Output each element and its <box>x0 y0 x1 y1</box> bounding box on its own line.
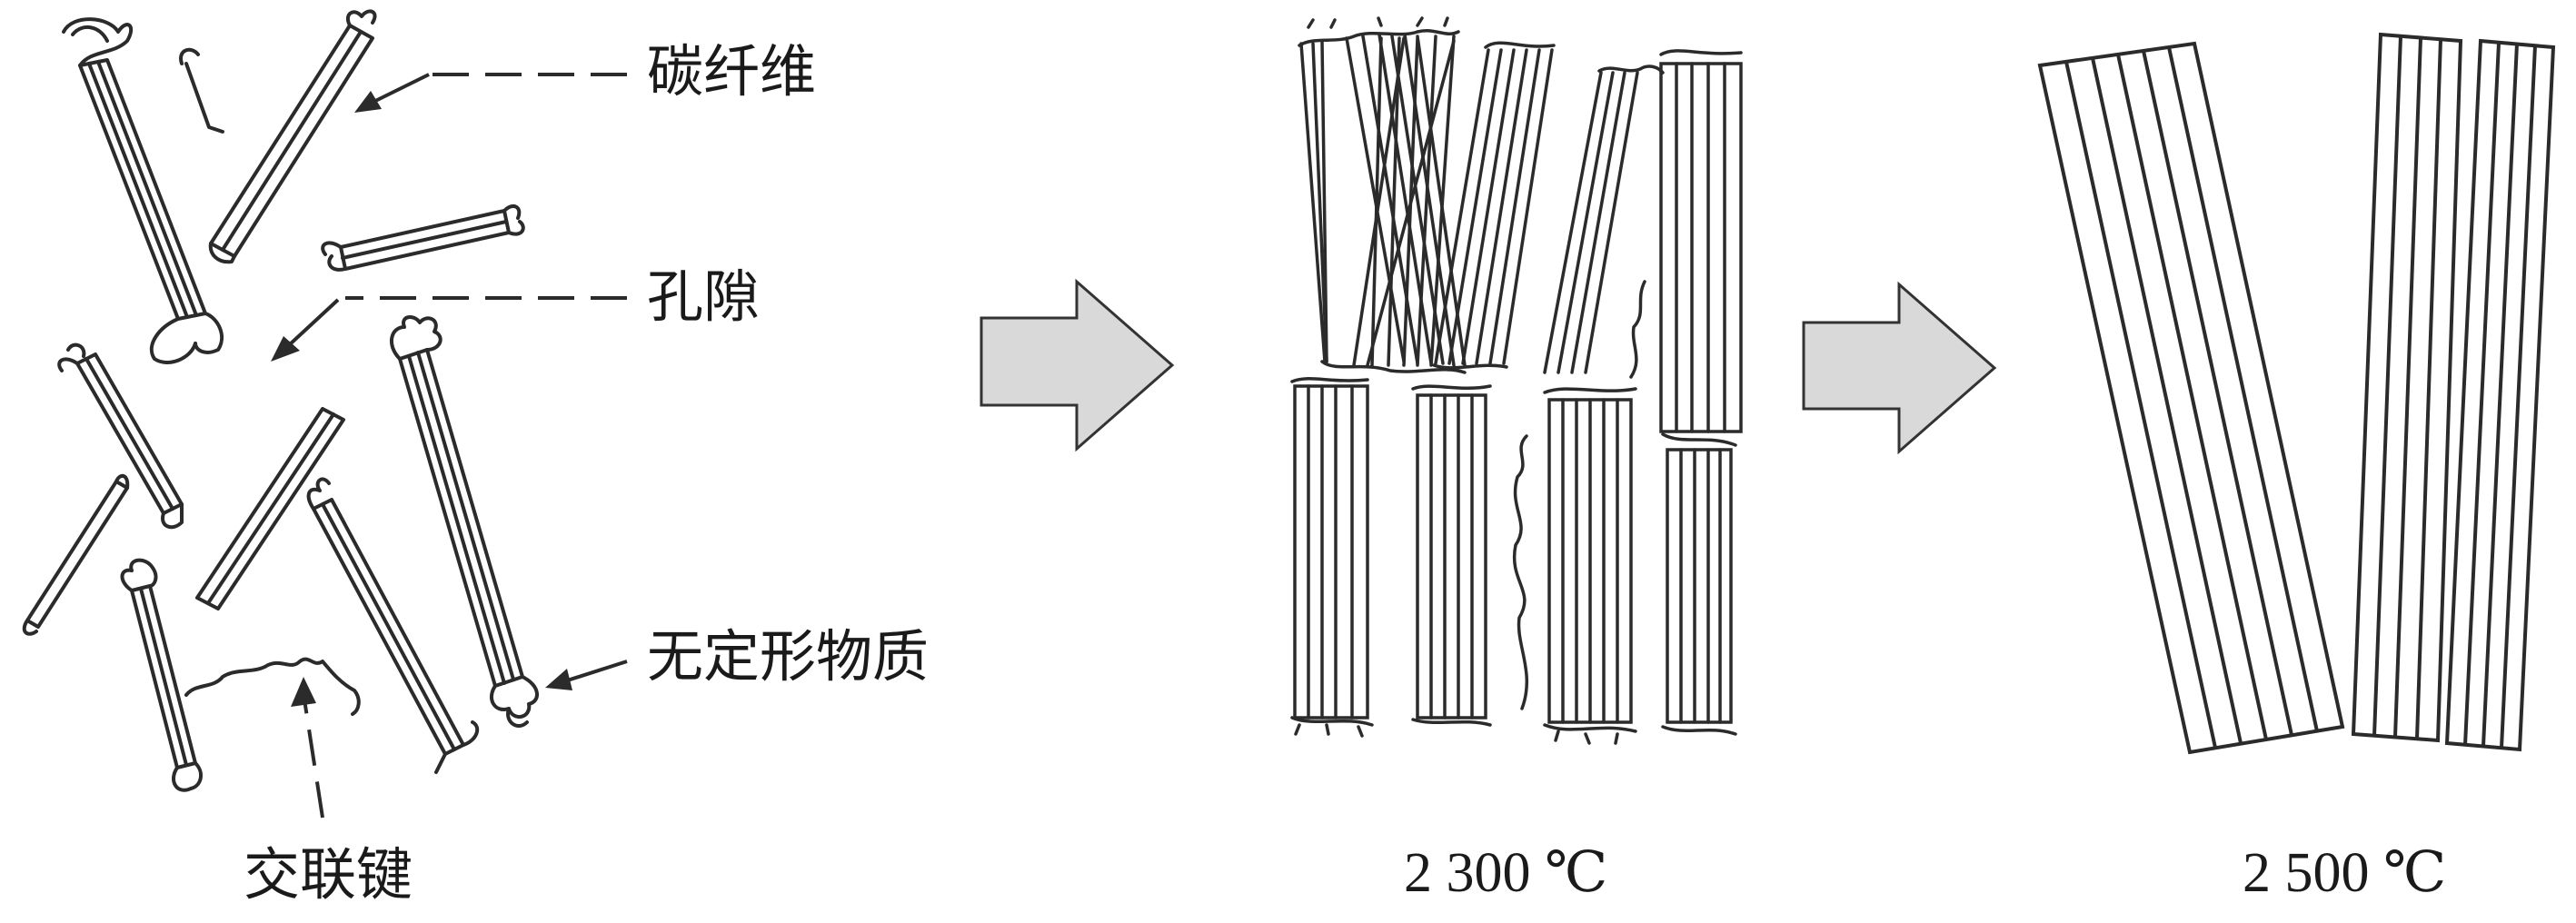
stage-1-disordered-fibers <box>22 9 539 792</box>
stage-arrow-1 <box>980 278 1175 452</box>
fiber-i <box>120 558 203 792</box>
fiber-b <box>208 9 377 264</box>
arrowhead-crosslink <box>291 677 316 707</box>
label-crosslink: 交联键 <box>244 841 413 908</box>
bundle-lower-mid <box>1411 384 1492 727</box>
bundle-lower-left <box>1290 377 1374 738</box>
graphite-block-large <box>2037 41 2345 755</box>
bundle-lower-far-right <box>1661 432 1737 736</box>
arrowhead-pore <box>271 336 300 362</box>
label-amorphous: 无定形物质 <box>647 623 930 690</box>
fiber-f <box>195 407 345 610</box>
stage-2-partial-alignment <box>1290 16 1743 745</box>
fragment-hook <box>179 47 224 134</box>
bundle-crossed-upper <box>1298 16 1467 374</box>
stage-3-temperature: 2 500 ℃ <box>2243 842 2447 904</box>
fiber-d <box>57 342 184 530</box>
graphite-block-mid <box>2351 32 2463 743</box>
fiber-c <box>321 203 525 272</box>
label-pore: 孔隙 <box>647 263 761 330</box>
stage-2-temperature: 2 300 ℃ <box>1404 842 1608 904</box>
stage-3-graphitized <box>2037 32 2556 755</box>
bundle-upper-right-vertical <box>1659 49 1743 433</box>
fiber-a <box>62 17 224 364</box>
label-carbon-fiber: 碳纤维 <box>647 38 817 104</box>
bundle-upper-mid <box>1432 41 1556 370</box>
fiber-e <box>22 473 130 636</box>
bundle-lower-right <box>1543 387 1637 745</box>
crosslink-bond <box>184 657 361 716</box>
fiber-h <box>390 315 539 728</box>
stage-2-amorphous-bridge <box>1512 434 1529 710</box>
bundle-upper-right-slim <box>1543 65 1665 374</box>
stage-arrow-2 <box>1802 281 1997 455</box>
stage-1-annotations <box>271 73 628 819</box>
arrowhead-carbon-fiber <box>354 91 382 113</box>
arrowhead-amorphous <box>545 669 572 690</box>
stage-2-crosslink <box>1629 280 1646 379</box>
fiber-g <box>306 477 480 774</box>
leader-crosslink <box>303 699 324 819</box>
arrow-amorphous <box>558 660 628 685</box>
graphite-block-right <box>2444 38 2556 752</box>
